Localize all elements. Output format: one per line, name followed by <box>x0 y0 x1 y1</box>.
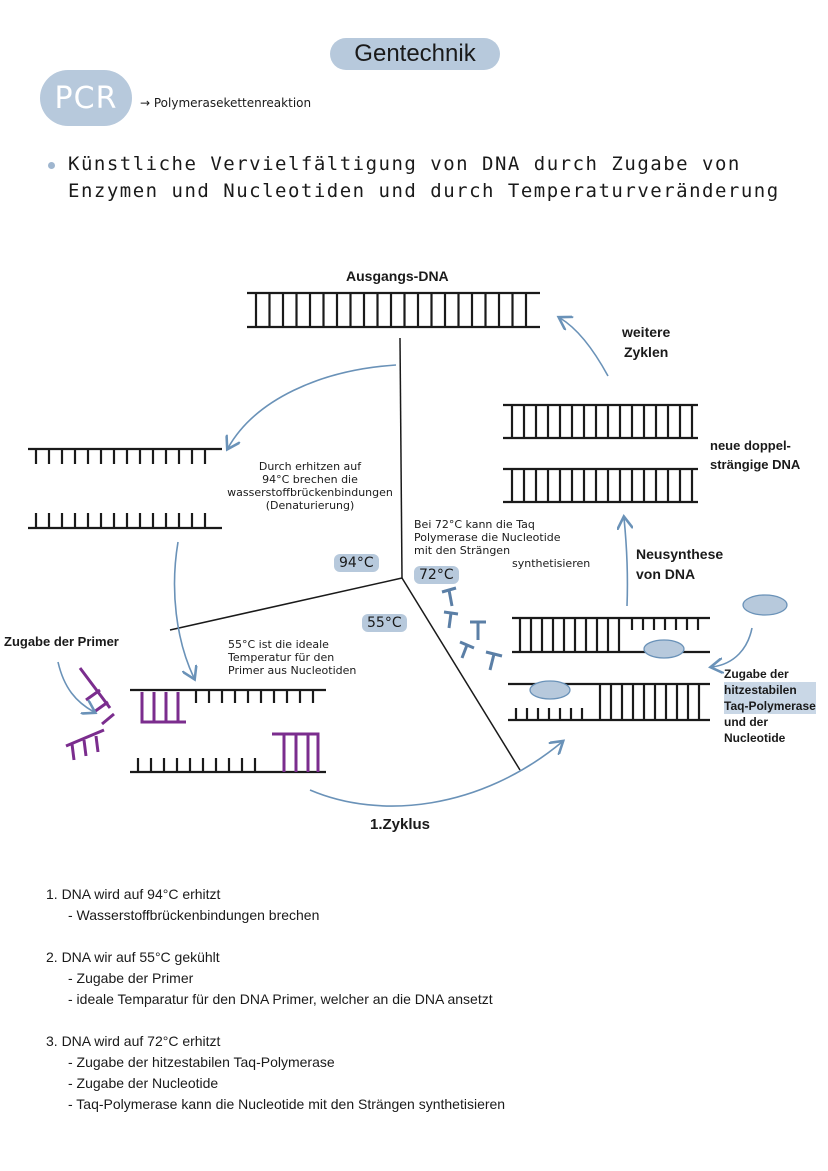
page-title-text: Gentechnik <box>354 40 476 67</box>
polymerase-label-line: und der <box>724 715 768 729</box>
pcr-badge-text: PCR <box>54 80 118 116</box>
arrow-cycle <box>309 742 562 807</box>
step-sub: - Wasserstoffbrückenbindungen brechen <box>68 907 320 923</box>
step-sub: - Zugabe der Nucleotide <box>68 1075 219 1091</box>
more-cycles-label-line: Zyklen <box>623 344 669 360</box>
annealing-note-line: Primer aus Nucleotiden <box>228 664 357 677</box>
denature-note-line: (Denaturierung) <box>265 499 355 512</box>
step-sub: - Zugabe der hitzestabilen Taq-Polymeras… <box>68 1054 335 1070</box>
elongation-strands <box>508 616 710 722</box>
annealing-note-line: 55°C ist die ideale <box>228 638 329 651</box>
denature-note: Durch erhitzen auf 94°C brechen die wass… <box>212 460 408 512</box>
elongation-note-line: Polymerase die Nucleotide <box>414 531 561 544</box>
arrow-denature <box>228 364 397 448</box>
temp-94-badge: 94°C <box>334 554 379 572</box>
step-sub: - Taq-Polymerase kann die Nucleotide mit… <box>68 1096 506 1112</box>
annealing-strands <box>130 688 326 774</box>
temp-55-badge: 55°C <box>362 614 407 632</box>
more-cycles-label: weitere Zyklen <box>622 322 670 362</box>
cycle-dividers <box>169 337 521 771</box>
free-primer-1 <box>78 667 115 726</box>
cycle-label: 1.Zyklus <box>370 816 431 833</box>
polymerase-label-line: Taq-Polymerase <box>724 698 816 714</box>
free-nucleotides <box>441 586 503 671</box>
step-item: 1. DNA wird auf 94°C erhitzt - Wassersto… <box>46 884 786 926</box>
synthesis-label-line: Neusynthese <box>636 546 724 562</box>
pcr-badge: PCR <box>40 70 132 126</box>
elongation-note: Bei 72°C kann die Taq Polymerase die Nuc… <box>414 518 614 570</box>
start-dna-ladder <box>247 291 540 329</box>
intro-text: Künstliche Vervielfältigung von DNA durc… <box>68 153 780 202</box>
primer-label: Zugabe der Primer <box>4 634 119 649</box>
pcr-cycle-diagram <box>28 291 788 807</box>
divider-top <box>399 337 403 579</box>
cycle-arrows <box>57 318 753 807</box>
denature-note-line: 94°C brechen die <box>262 473 358 486</box>
divider-left <box>169 577 403 631</box>
step-item: 2. DNA wir auf 55°C gekühlt - Zugabe der… <box>46 947 786 1010</box>
arrow-synthesis <box>624 518 627 607</box>
new-dna-label-line: neue doppel- <box>710 438 791 453</box>
arrow-primer <box>57 661 94 712</box>
start-dna-label: Ausgangs-DNA <box>346 268 449 284</box>
arrow-polymerase <box>712 627 753 667</box>
bound-primer-top <box>140 692 186 724</box>
denatured-strands <box>28 447 222 530</box>
more-cycles-label-line: weitere <box>622 324 671 340</box>
new-dna-label-line: strängige DNA <box>710 457 801 472</box>
arrow-more-cycles <box>560 318 609 377</box>
step-title: 3. DNA wird auf 72°C erhitzt <box>46 1033 221 1049</box>
step-sub: - ideale Temparatur für den DNA Primer, … <box>68 991 493 1007</box>
free-primer-2 <box>65 728 105 761</box>
denature-note-line: wasserstoffbrückenbindungen <box>227 486 393 499</box>
elongation-note-line: synthetisieren <box>512 557 591 570</box>
synthesis-label-line: von DNA <box>636 566 696 582</box>
bound-primer-bottom <box>272 732 320 772</box>
polymerase-label-line: Zugabe der <box>724 667 789 681</box>
steps-list: 1. DNA wird auf 94°C erhitzt - Wassersto… <box>46 884 786 1136</box>
annealing-note: 55°C ist die ideale Temperatur für den P… <box>228 638 424 677</box>
primer-shapes <box>65 667 320 772</box>
divider-right <box>401 577 521 771</box>
polymerase-label-line: Nucleotide <box>724 731 786 745</box>
polymerase-label: Zugabe der hitzestabilen Taq-Polymerase … <box>724 666 816 746</box>
page-title: Gentechnik <box>330 38 500 70</box>
step-title: 2. DNA wir auf 55°C gekühlt <box>46 949 220 965</box>
pcr-expansion: → Polymerasekettenreaktion <box>140 96 312 110</box>
synthesis-label: Neusynthese von DNA <box>636 544 723 584</box>
new-dna-label: neue doppel- strängige DNA <box>710 436 800 474</box>
arrow-anneal <box>173 541 194 678</box>
step-item: 3. DNA wird auf 72°C erhitzt - Zugabe de… <box>46 1031 786 1115</box>
step-sub: - Zugabe der Primer <box>68 970 194 986</box>
step-title: 1. DNA wird auf 94°C erhitzt <box>46 886 221 902</box>
elongation-note-line: Bei 72°C kann die Taq <box>414 518 535 531</box>
polymerase-label-line: hitzestabilen <box>724 682 816 698</box>
elongation-note-line: mit den Strängen <box>414 544 511 557</box>
bullet-icon <box>48 162 55 169</box>
annealing-note-line: Temperatur für den <box>228 651 335 664</box>
new-dna-ladders <box>503 403 698 504</box>
temp-72-badge: 72°C <box>414 566 459 584</box>
polymerase-shapes <box>529 594 788 700</box>
denature-note-line: Durch erhitzen auf <box>258 460 362 473</box>
